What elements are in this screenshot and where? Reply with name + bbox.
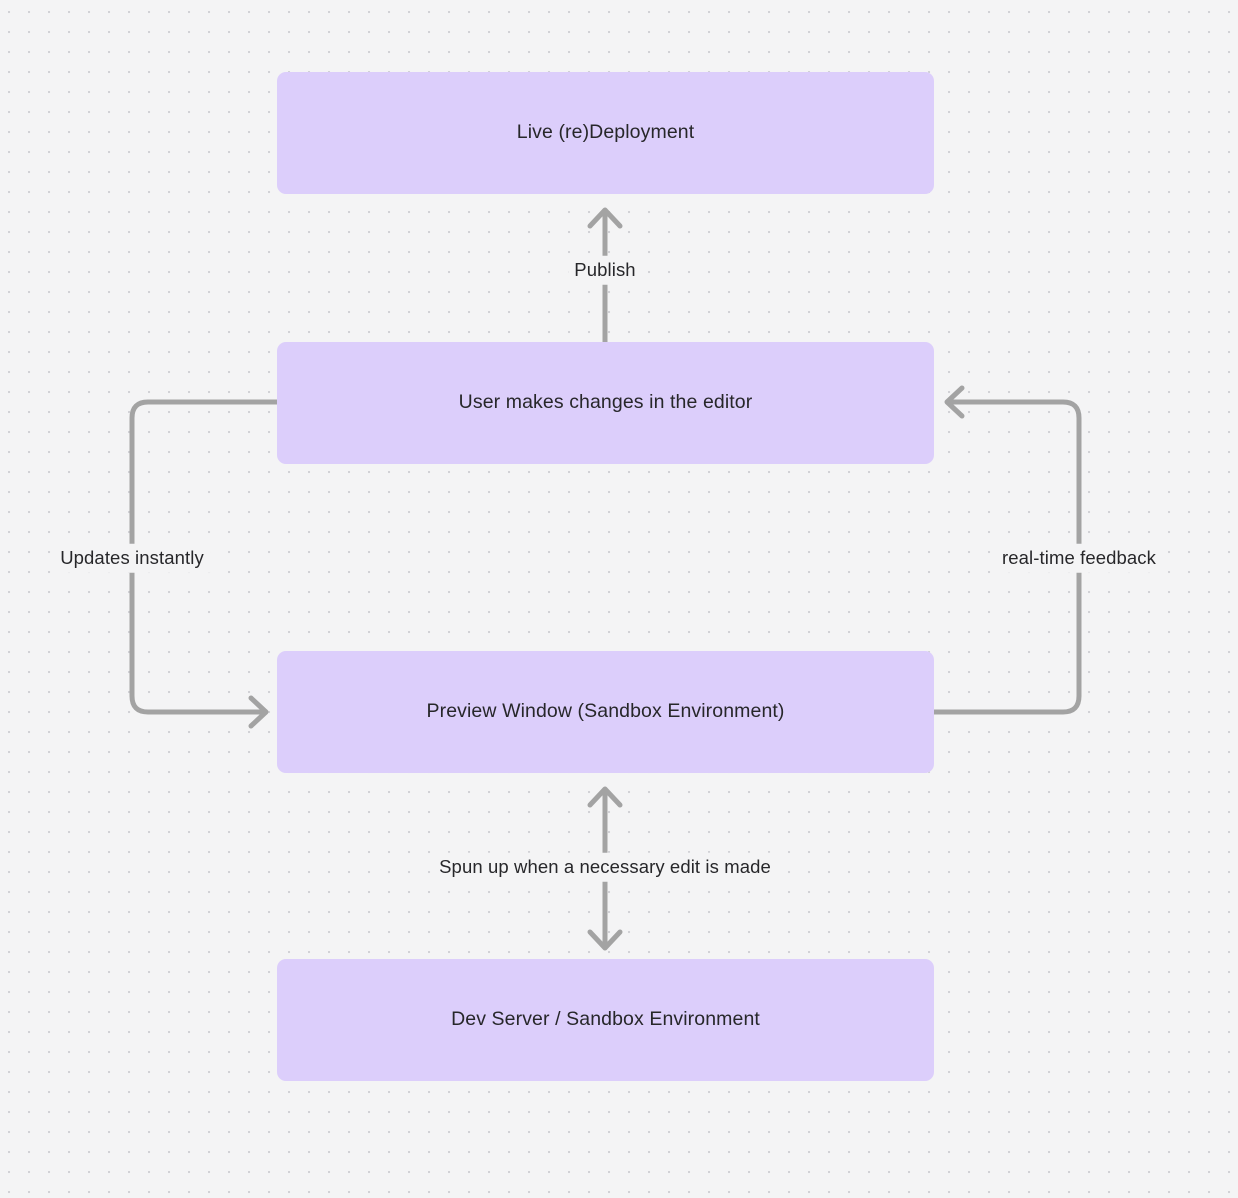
node-label: User makes changes in the editor [458, 391, 753, 414]
edge-label-spun-up: Spun up when a necessary edit is made [433, 852, 777, 882]
node-label: Dev Server / Sandbox Environment [451, 1008, 760, 1031]
node-label: Preview Window (Sandbox Environment) [426, 700, 785, 723]
node-label: Live (re)Deployment [516, 121, 695, 144]
edge-label-publish: Publish [568, 255, 642, 285]
node-live-redeployment[interactable]: Live (re)Deployment [277, 72, 934, 194]
edge-label-updates-instantly: Updates instantly [54, 543, 210, 573]
node-dev-server[interactable]: Dev Server / Sandbox Environment [277, 959, 934, 1081]
edge-label-real-time-feedback: real-time feedback [996, 543, 1162, 573]
node-preview-window[interactable]: Preview Window (Sandbox Environment) [277, 651, 934, 773]
node-user-makes-changes[interactable]: User makes changes in the editor [277, 342, 934, 464]
